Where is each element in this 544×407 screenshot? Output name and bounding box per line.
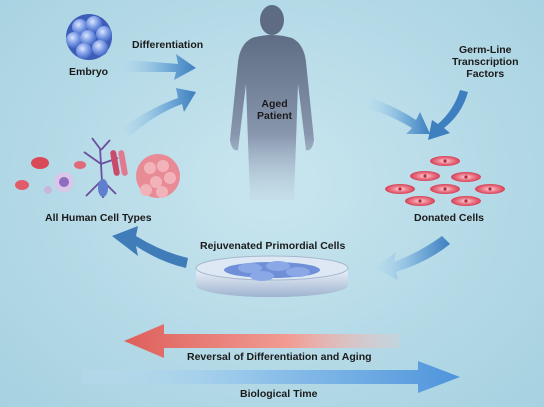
human-cell-types-icon — [15, 137, 180, 199]
cells-to-patient-arrow — [122, 88, 196, 136]
dish-to-cells-arrow — [112, 226, 188, 268]
embryo-label: Embryo — [69, 66, 109, 78]
biological-time-label: Biological Time — [240, 388, 318, 400]
patient-silhouette-icon — [230, 5, 314, 200]
patient-to-cells-arrow — [368, 98, 430, 134]
aged-patient-label: Aged Patient — [257, 98, 293, 122]
rejuvenated-cells-label: Rejuvenated Primordial Cells — [200, 240, 346, 252]
differentiation-label: Differentiation — [132, 39, 204, 51]
biological-time-arrow — [82, 361, 460, 393]
donated-cells-icon — [385, 156, 505, 206]
embryo-icon — [66, 14, 112, 60]
cells-to-dish-arrow — [374, 236, 450, 280]
germline-label: Germ-Line Transcription Factors — [452, 44, 519, 80]
donated-cells-label: Donated Cells — [414, 212, 485, 224]
germline-arrow — [428, 90, 468, 140]
reversal-arrow — [124, 324, 400, 358]
differentiation-arrow — [120, 54, 196, 80]
petri-dish-icon — [195, 255, 349, 297]
reversal-label: Reversal of Differentiation and Aging — [187, 351, 372, 363]
all-human-cell-types-label: All Human Cell Types — [45, 212, 152, 224]
